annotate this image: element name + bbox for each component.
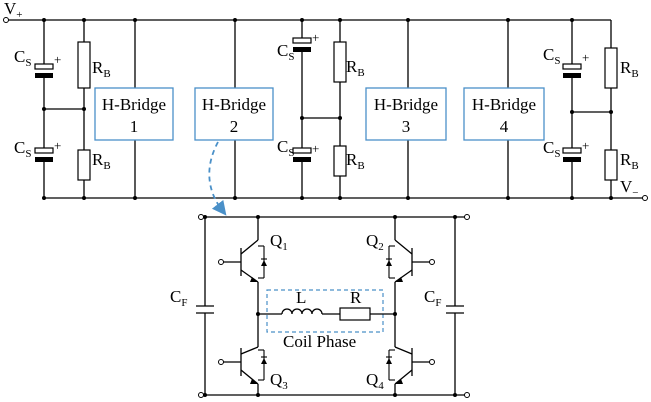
cf-label-right: CF <box>424 287 441 309</box>
hbridge-3: H-Bridge 3 <box>365 87 447 141</box>
transistor-q3 <box>218 346 267 385</box>
left-bank-labels: CS CS + + RB RB <box>14 47 111 172</box>
rb-label: RB <box>620 58 639 80</box>
inductor-label: L <box>296 288 306 307</box>
cs-label: CS <box>14 138 31 160</box>
q4-label: Q4 <box>366 370 384 392</box>
transistor-q2 <box>386 239 435 283</box>
plus-sign: + <box>312 141 319 156</box>
vminus-label: V− <box>620 177 639 199</box>
coil-phase: L R Coil Phase <box>256 288 397 351</box>
right-bank-labels: CS CS + + RB RB <box>543 45 639 172</box>
zoom-arrow <box>208 141 227 216</box>
cs-capacitor-plate <box>35 73 53 78</box>
vminus-terminal <box>642 195 648 201</box>
hbridge-1: H-Bridge 1 <box>94 87 174 141</box>
cs-capacitor-plate <box>35 157 53 162</box>
rb-resistor <box>77 41 91 89</box>
cf-right <box>446 215 464 397</box>
transistor-q4 <box>386 346 435 385</box>
hbridge-4-number: 4 <box>500 117 509 136</box>
hbridge-3-number: 3 <box>402 117 411 136</box>
hbridge-4-title: H-Bridge <box>472 95 536 114</box>
hbridge-4: H-Bridge 4 <box>463 87 545 141</box>
plus-sign: + <box>54 52 61 67</box>
coil-phase-label: Coil Phase <box>283 332 356 351</box>
middle-bank-labels: CS CS + + RB RB <box>277 30 365 172</box>
coil-resistor <box>339 307 371 321</box>
cs-label: CS <box>543 138 560 160</box>
cs-capacitor <box>34 147 54 154</box>
rb-label: RB <box>346 150 365 172</box>
hbridge-2-number: 2 <box>230 117 239 136</box>
cs-label: CS <box>277 41 294 63</box>
rb-label: RB <box>92 150 111 172</box>
coil-phase-box <box>266 289 384 333</box>
hbridge-3-title: H-Bridge <box>374 95 438 114</box>
cs-label: CS <box>14 47 31 69</box>
rb-label: RB <box>92 58 111 80</box>
top-circuit: H-Bridge 1 H-Bridge 2 H-Bridge 3 H-Bridg… <box>3 0 648 201</box>
transistor-q1 <box>218 239 267 283</box>
rb-resistor <box>77 149 91 181</box>
rb-label: RB <box>620 150 639 172</box>
rb-label: RB <box>346 57 365 79</box>
cs-capacitor <box>34 63 54 70</box>
plus-sign: + <box>312 30 319 45</box>
q3-label: Q3 <box>270 370 288 392</box>
hbridge-detail: CF CF <box>170 214 470 398</box>
vplus-label: V+ <box>4 0 23 21</box>
plus-sign: + <box>582 138 589 153</box>
cf-left <box>196 215 214 397</box>
right-cap-bank <box>562 18 618 200</box>
q1-label: Q1 <box>270 231 288 253</box>
cs-label: CS <box>277 137 294 159</box>
q2-label: Q2 <box>366 231 384 253</box>
hbridge-1-title: H-Bridge <box>102 95 166 114</box>
plus-sign: + <box>54 138 61 153</box>
resistor-label: R <box>350 288 362 307</box>
middle-cap-bank <box>292 18 347 200</box>
hbridge-2-title: H-Bridge <box>202 95 266 114</box>
inductor-coil <box>281 308 323 315</box>
vplus-terminal <box>3 17 9 23</box>
left-cap-bank <box>34 18 91 200</box>
hbridge-bus-lines <box>133 18 510 200</box>
hbridge-2: H-Bridge 2 <box>194 87 274 141</box>
cs-label: CS <box>543 45 560 67</box>
plus-sign: + <box>582 50 589 65</box>
cf-label-left: CF <box>170 287 187 309</box>
hbridge-1-number: 1 <box>130 117 139 136</box>
